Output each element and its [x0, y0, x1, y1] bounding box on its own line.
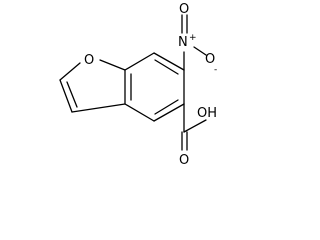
bond-c5-c4-inner	[154, 99, 179, 115]
ring-oxygen-label: O	[84, 53, 94, 68]
bond-c5-c4	[153, 103, 185, 122]
bond-c7-c6	[153, 52, 185, 71]
bond-o1-c2	[59, 62, 81, 81]
bond-c2-c3	[59, 79, 73, 113]
nitro-oxygen-right-charge: -	[214, 65, 217, 75]
bond-c3-c3a	[71, 103, 126, 113]
bond-c7-c6-inner	[154, 59, 179, 75]
bond-c4-c3a	[124, 103, 155, 122]
bond-c-oh	[183, 119, 207, 133]
bond-n-o-right	[193, 46, 207, 56]
bond-c7a-c7	[124, 52, 155, 71]
bond-c2-c3-inner	[66, 81, 78, 108]
nitro-oxygen-top-label: O	[179, 2, 189, 17]
structure-canvas: O N + O O - OH O	[59, 2, 218, 168]
bond-c7a-o1	[99, 59, 126, 71]
nitro-oxygen-right-label: O	[205, 52, 215, 67]
molecule-diagram: O N + O O - OH O	[59, 2, 217, 168]
nitro-nitrogen-label: N	[178, 35, 188, 50]
carboxyl-hydroxyl-label: OH	[197, 106, 217, 121]
nitro-nitrogen-charge: +	[189, 33, 197, 43]
carbonyl-oxygen-label: O	[179, 153, 189, 168]
